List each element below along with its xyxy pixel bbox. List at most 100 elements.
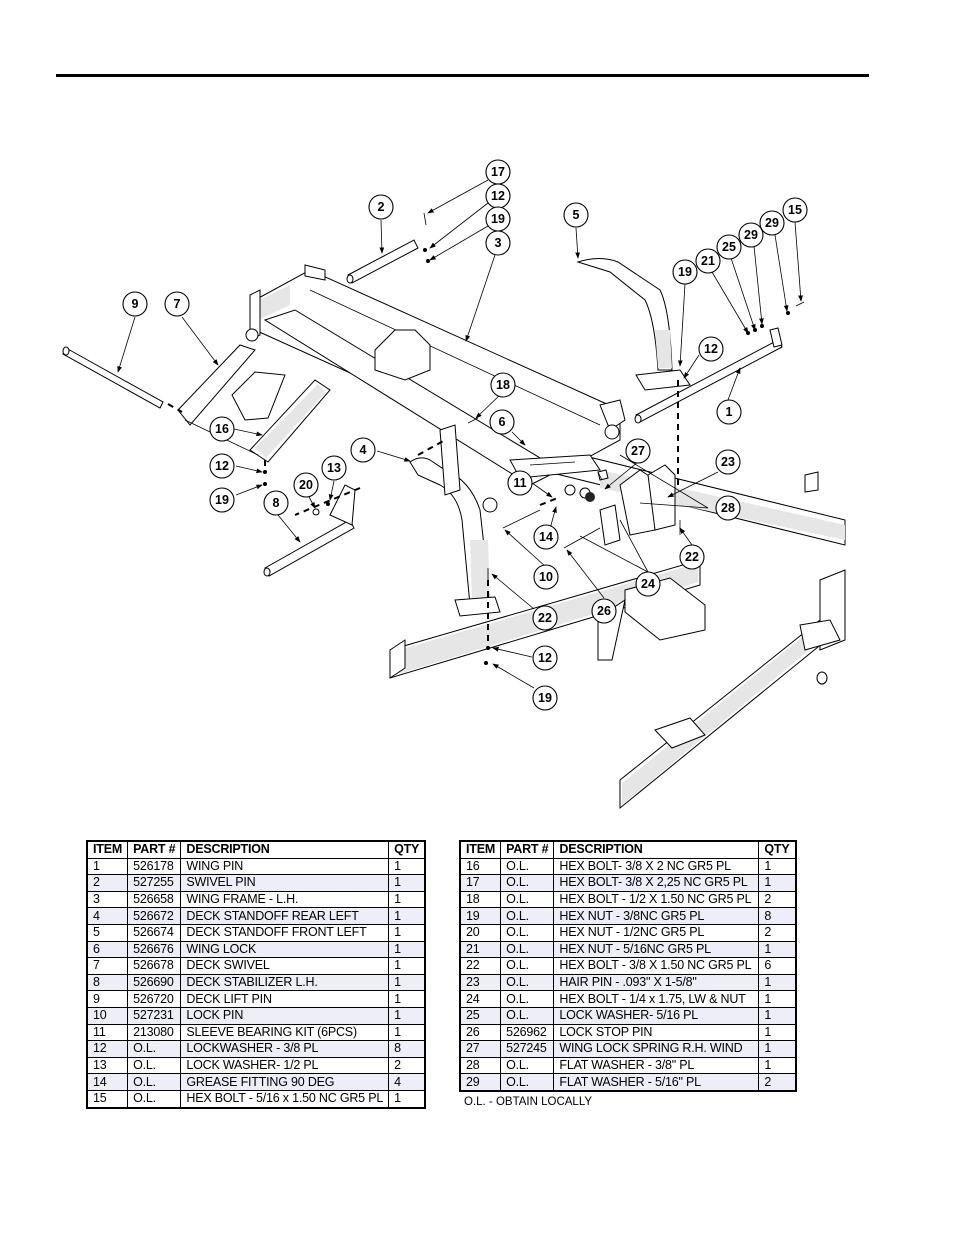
- cell-part-number: O.L.: [500, 874, 555, 892]
- svg-text:26: 26: [597, 604, 611, 618]
- cell-part-number: O.L.: [500, 1056, 555, 1075]
- balloon-8: 8: [263, 490, 289, 516]
- cell-qty: 1: [388, 874, 426, 892]
- svg-text:4: 4: [360, 443, 367, 457]
- cell-part-number: 527255: [127, 874, 182, 892]
- cell-description: DECK SWIVEL: [180, 957, 390, 975]
- svg-text:8: 8: [273, 496, 280, 510]
- cell-qty: 1: [388, 857, 426, 876]
- cell-description: HEX NUT - 3/8NC GR5 PL: [553, 907, 760, 925]
- cell-qty: 1: [758, 857, 796, 876]
- svg-text:14: 14: [539, 530, 553, 544]
- balloon-22-left: 22: [532, 605, 558, 631]
- col-header-part: PART #: [500, 840, 555, 859]
- balloon-16: 16: [209, 416, 235, 442]
- cell-part-number: 526178: [127, 857, 182, 876]
- svg-text:28: 28: [721, 501, 735, 515]
- svg-text:12: 12: [215, 459, 229, 473]
- cell-qty: 1: [388, 923, 426, 942]
- cell-part-number: O.L.: [127, 1073, 182, 1091]
- svg-text:12: 12: [491, 189, 505, 203]
- svg-text:25: 25: [722, 240, 736, 254]
- cell-qty: 1: [758, 1056, 796, 1075]
- cell-item: 22: [459, 957, 502, 975]
- cell-qty: 1: [758, 1040, 796, 1058]
- svg-text:5: 5: [573, 208, 580, 222]
- lock-pin: [502, 509, 541, 529]
- assembly-line: [294, 487, 361, 516]
- balloon-6: 6: [489, 409, 515, 435]
- cell-part-number: O.L.: [500, 890, 555, 909]
- exploded-parts-diagram: 9 7 2 17 12 19 3 5 19 21 25 29 29 15 12 …: [62, 159, 846, 810]
- cell-part-number: O.L.: [500, 907, 555, 925]
- cell-qty: 2: [758, 923, 796, 942]
- balloon-28: 28: [715, 495, 741, 521]
- cell-description: LOCKWASHER - 3/8 PL: [180, 1040, 390, 1058]
- cell-description: HEX BOLT - 5/16 x 1.50 NC GR5 PL: [180, 1089, 390, 1109]
- balloon-4: 4: [350, 437, 376, 463]
- svg-text:20: 20: [299, 478, 313, 492]
- cell-qty: 1: [758, 1006, 796, 1025]
- cell-description: DECK STANDOFF FRONT LEFT: [180, 923, 390, 942]
- balloon-11: 11: [507, 470, 533, 496]
- col-header-description: DESCRIPTION: [553, 840, 760, 859]
- cell-qty: 1: [388, 990, 426, 1008]
- cell-description: WING LOCK SPRING R.H. WIND: [553, 1040, 760, 1058]
- balloon-12-right: 12: [698, 336, 724, 362]
- cell-qty: 4: [388, 1073, 426, 1091]
- cell-description: LOCK PIN: [180, 1006, 390, 1025]
- cell-qty: 1: [388, 1006, 426, 1025]
- header-rule: [56, 74, 869, 77]
- cell-description: HAIR PIN - .093" X 1-5/8": [553, 973, 760, 992]
- cell-part-number: 526962: [500, 1023, 555, 1042]
- svg-text:24: 24: [641, 577, 655, 591]
- cell-description: HEX NUT - 5/16NC GR5 PL: [553, 940, 760, 959]
- balloon-12-bottom: 12: [532, 645, 558, 671]
- col-header-qty: QTY: [388, 840, 426, 859]
- cell-description: LOCK WASHER- 5/16 PL: [553, 1006, 760, 1025]
- balloon-12-left: 12: [209, 453, 235, 479]
- cell-part-number: 527231: [127, 1006, 182, 1025]
- balloon-10: 10: [533, 564, 559, 590]
- balloon-20: 20: [293, 472, 319, 498]
- svg-text:19: 19: [215, 493, 229, 507]
- cell-qty: 1: [758, 1023, 796, 1042]
- cell-qty: 1: [388, 907, 426, 925]
- cell-qty: 8: [758, 907, 796, 925]
- assembly-line: [417, 439, 446, 456]
- cell-item: 10: [86, 1006, 129, 1025]
- balloon-7: 7: [164, 291, 190, 317]
- table-header-row: ITEM PART # DESCRIPTION QTY: [86, 840, 426, 859]
- cell-item: 28: [459, 1056, 502, 1075]
- cell-qty: 1: [758, 990, 796, 1008]
- cell-item: 17: [459, 874, 502, 892]
- cell-part-number: 527245: [500, 1040, 555, 1058]
- cell-item: 15: [86, 1089, 129, 1109]
- balloon-22-right: 22: [679, 544, 705, 570]
- wing-lock: [509, 454, 609, 502]
- svg-text:10: 10: [539, 570, 553, 584]
- cell-description: HEX BOLT - 1/4 x 1.75, LW & NUT: [553, 990, 760, 1008]
- hinge-bracket: [799, 471, 846, 685]
- col-header-item: ITEM: [459, 840, 502, 859]
- cell-description: SWIVEL PIN: [180, 874, 390, 892]
- cell-part-number: O.L.: [127, 1040, 182, 1058]
- cell-part-number: 526720: [127, 990, 182, 1008]
